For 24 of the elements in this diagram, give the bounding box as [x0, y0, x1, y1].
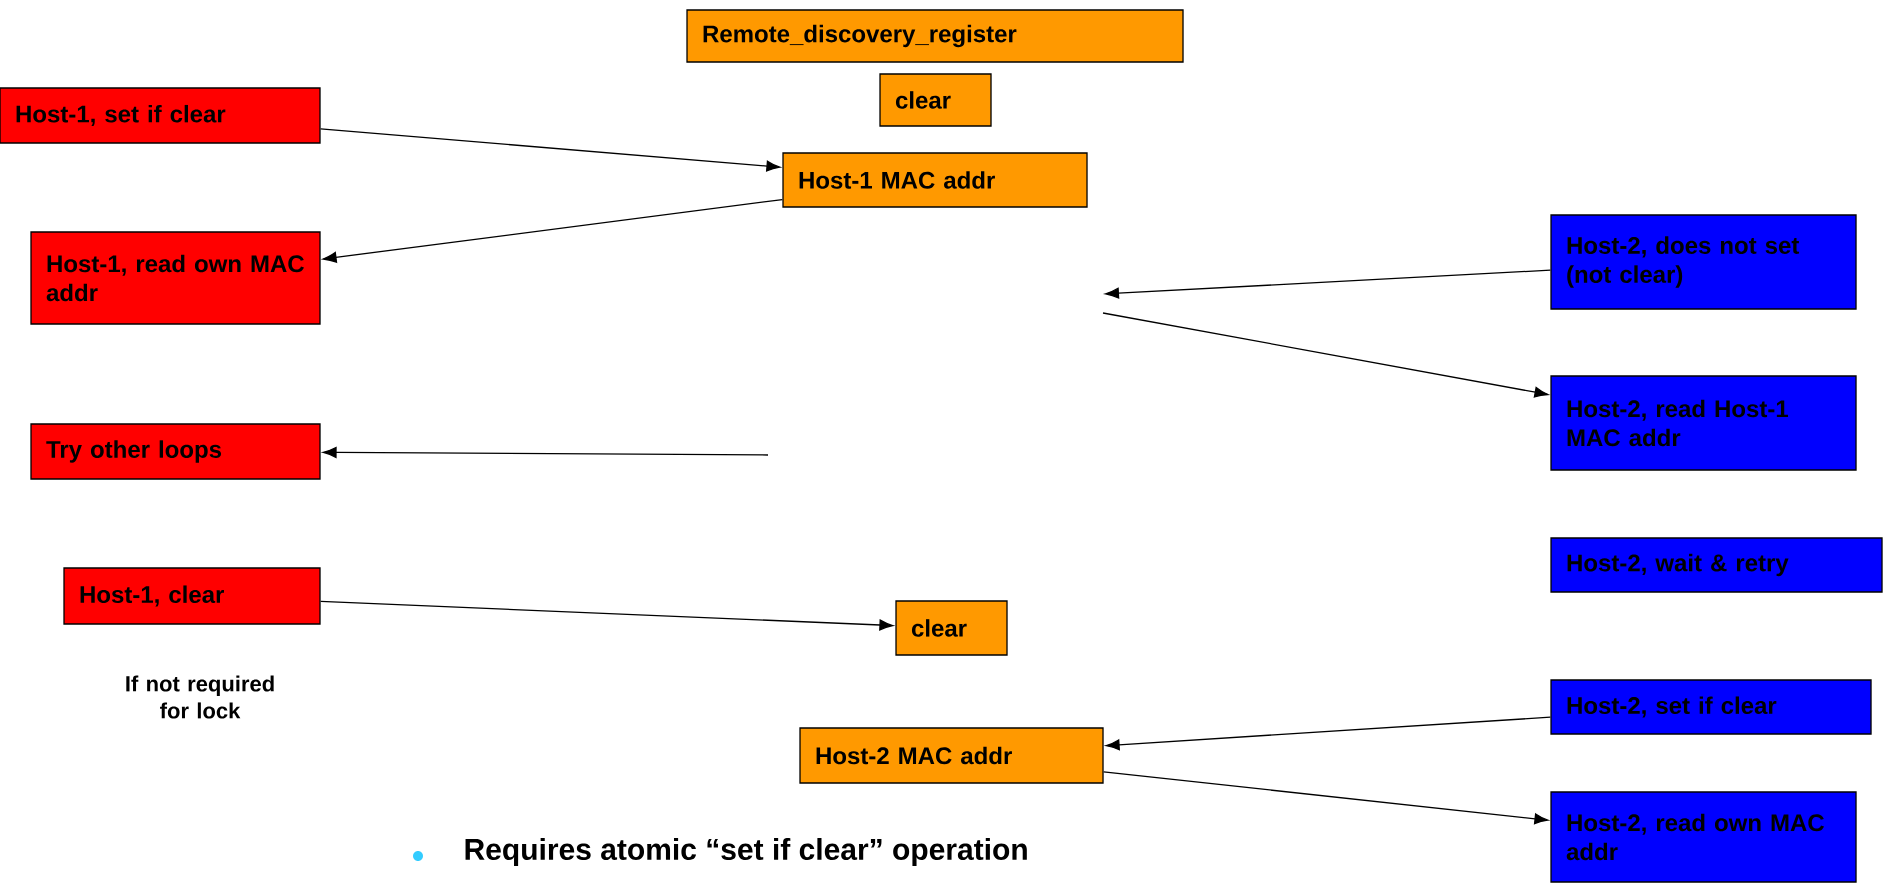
arrow [322, 198, 783, 263]
host-two-box: Host-2, read own MAC addr [1550, 791, 1857, 883]
arrow [1102, 312, 1549, 398]
register-box: clear [895, 600, 1008, 656]
register-box: Host-1 MAC addr [782, 152, 1088, 208]
host-two-box: Host-2, does not set (not clear) [1550, 214, 1857, 310]
host-two-box: Host-2, wait & retry [1550, 537, 1883, 593]
arrow [322, 446, 769, 458]
bullet-text: Requires atomic “set if clear” operation [465, 838, 1027, 866]
register-box: clear [879, 73, 992, 127]
host-two-box: Host-2, read Host-1 MAC addr [1550, 375, 1857, 471]
note-text: If not required for lock [126, 675, 274, 719]
arrow [1103, 771, 1549, 825]
host-one-box: Try other loops [30, 423, 321, 480]
host-one-box: Host-1, read own MAC addr [30, 231, 321, 325]
host-two-box: Host-2, set if clear [1550, 679, 1872, 735]
arrow [320, 128, 781, 172]
register-box: Remote_discovery_register [686, 9, 1184, 63]
host-one-box: Host-1, clear [63, 567, 321, 625]
register-box: Host-2 MAC addr [799, 727, 1104, 784]
arrow [320, 600, 894, 631]
host-one-box: Host-1, set if clear [0, 87, 321, 144]
arrow [1105, 716, 1551, 751]
arrow [1105, 269, 1551, 299]
